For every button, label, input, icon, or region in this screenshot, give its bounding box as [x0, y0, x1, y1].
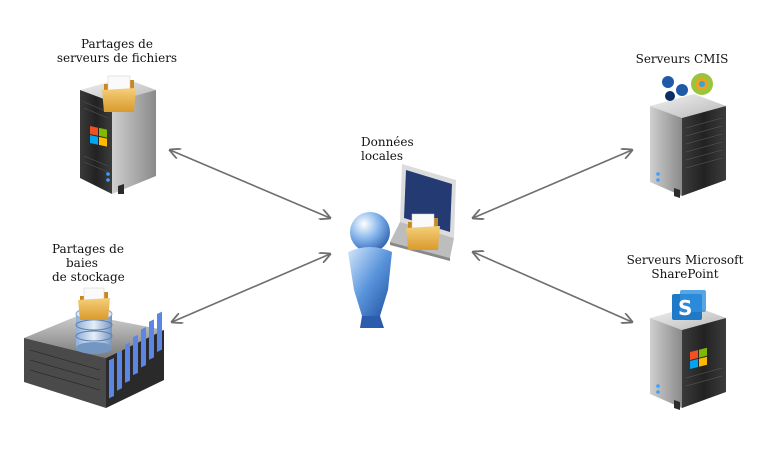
label-sharepoint: Serveurs Microsoft SharePoint [620, 253, 750, 281]
label-cmis-line1: Serveurs CMIS [635, 52, 729, 66]
label-cmis: Serveurs CMIS [627, 52, 737, 66]
label-local-data: Données locales [361, 135, 431, 163]
label-storage-line3: de stockage [52, 270, 125, 284]
label-sharepoint-line1: Serveurs Microsoft [626, 253, 744, 267]
arrow-cmis [473, 150, 632, 218]
windows-server-folder-icon [80, 75, 156, 194]
user-laptop-folder-icon [348, 164, 456, 328]
label-sharepoint-line2: SharePoint [651, 267, 719, 281]
svg-text:S: S [678, 296, 692, 320]
label-storage-line2: baies [66, 256, 98, 270]
label-storage-line1: Partages de [52, 242, 124, 256]
label-file-shares: Partages de serveurs de fichiers [52, 37, 182, 65]
arrow-file-shares [170, 150, 330, 218]
label-file-shares-line1: Partages de [81, 37, 153, 51]
arrow-sharepoint [473, 252, 632, 322]
connection-arrows [170, 150, 632, 322]
label-local-line1: Données [361, 135, 414, 149]
storage-array-database-folder-icon [24, 287, 164, 408]
arrow-storage-shares [172, 254, 330, 322]
label-storage-shares: Partages de baies de stockage [52, 242, 142, 284]
label-file-shares-line2: serveurs de fichiers [56, 51, 178, 65]
sharepoint-server-icon: S [650, 290, 726, 410]
cmis-server-icon [650, 73, 726, 198]
label-local-line2: locales [361, 149, 404, 163]
